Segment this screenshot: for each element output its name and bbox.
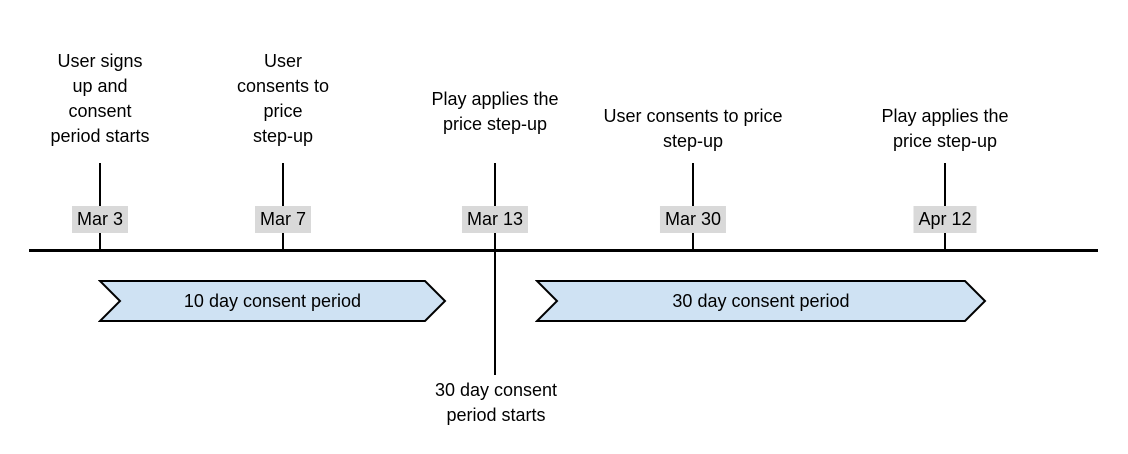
date-badge-mar-13: Mar 13 xyxy=(461,206,529,233)
banner-label-10-day: 10 day consent period xyxy=(183,291,362,311)
event-label-play-applies-1: Play applies the price step-up xyxy=(431,89,559,134)
event-tick-mar-13-extension xyxy=(494,250,496,375)
date-badge-mar-7: Mar 7 xyxy=(254,206,312,233)
annotation-30-day-period-starts: 30 day consent period starts xyxy=(434,380,558,425)
event-label-user-consents-2: User consents to price step-up xyxy=(603,106,783,151)
event-label-user-consents-1: User consents to price step-up xyxy=(236,51,330,146)
chevron-ribbon-icon xyxy=(98,280,447,322)
date-badge-mar-3: Mar 3 xyxy=(71,206,129,233)
date-badge-mar-30: Mar 30 xyxy=(659,206,727,233)
chevron-ribbon-icon xyxy=(535,280,987,322)
banner-shape-30-day xyxy=(535,280,987,322)
event-label-user-signs-up: User signs up and consent period starts xyxy=(50,51,150,146)
banner-shape-10-day xyxy=(98,280,447,322)
timeline-axis xyxy=(29,249,1098,252)
date-badge-apr-12: Apr 12 xyxy=(913,206,977,233)
event-label-play-applies-2: Play applies the price step-up xyxy=(881,106,1009,151)
banner-label-30-day: 30 day consent period xyxy=(672,291,850,311)
